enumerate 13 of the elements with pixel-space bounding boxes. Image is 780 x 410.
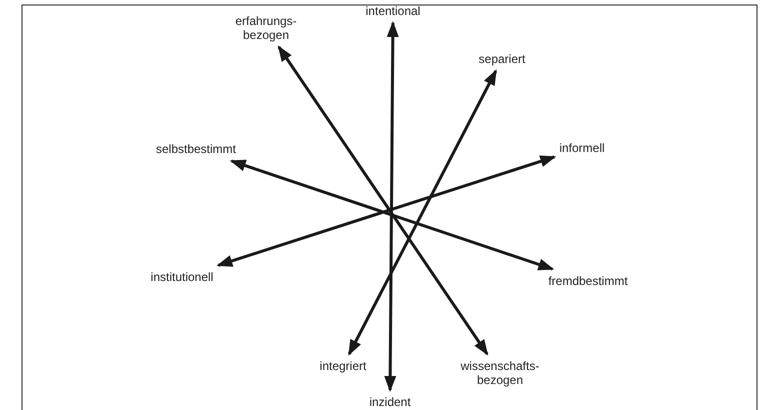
axis-label: integriert bbox=[320, 359, 366, 373]
axis-label: inzident bbox=[369, 395, 411, 409]
axis-label: wissenschafts- bezogen bbox=[460, 359, 540, 387]
double-arrow bbox=[278, 45, 488, 356]
double-arrow bbox=[384, 21, 399, 392]
axis-label: erfahrungs- bezogen bbox=[226, 14, 306, 42]
axis-label: informell bbox=[559, 141, 605, 155]
double-arrow bbox=[348, 69, 498, 356]
axis-label: selbstbestimmt bbox=[156, 142, 236, 156]
axis-label: separiert bbox=[478, 52, 526, 66]
axis-label: intentional bbox=[366, 4, 420, 18]
axis-label: institutionell bbox=[150, 270, 214, 284]
axis-label: fremdbestimmt bbox=[548, 274, 628, 288]
